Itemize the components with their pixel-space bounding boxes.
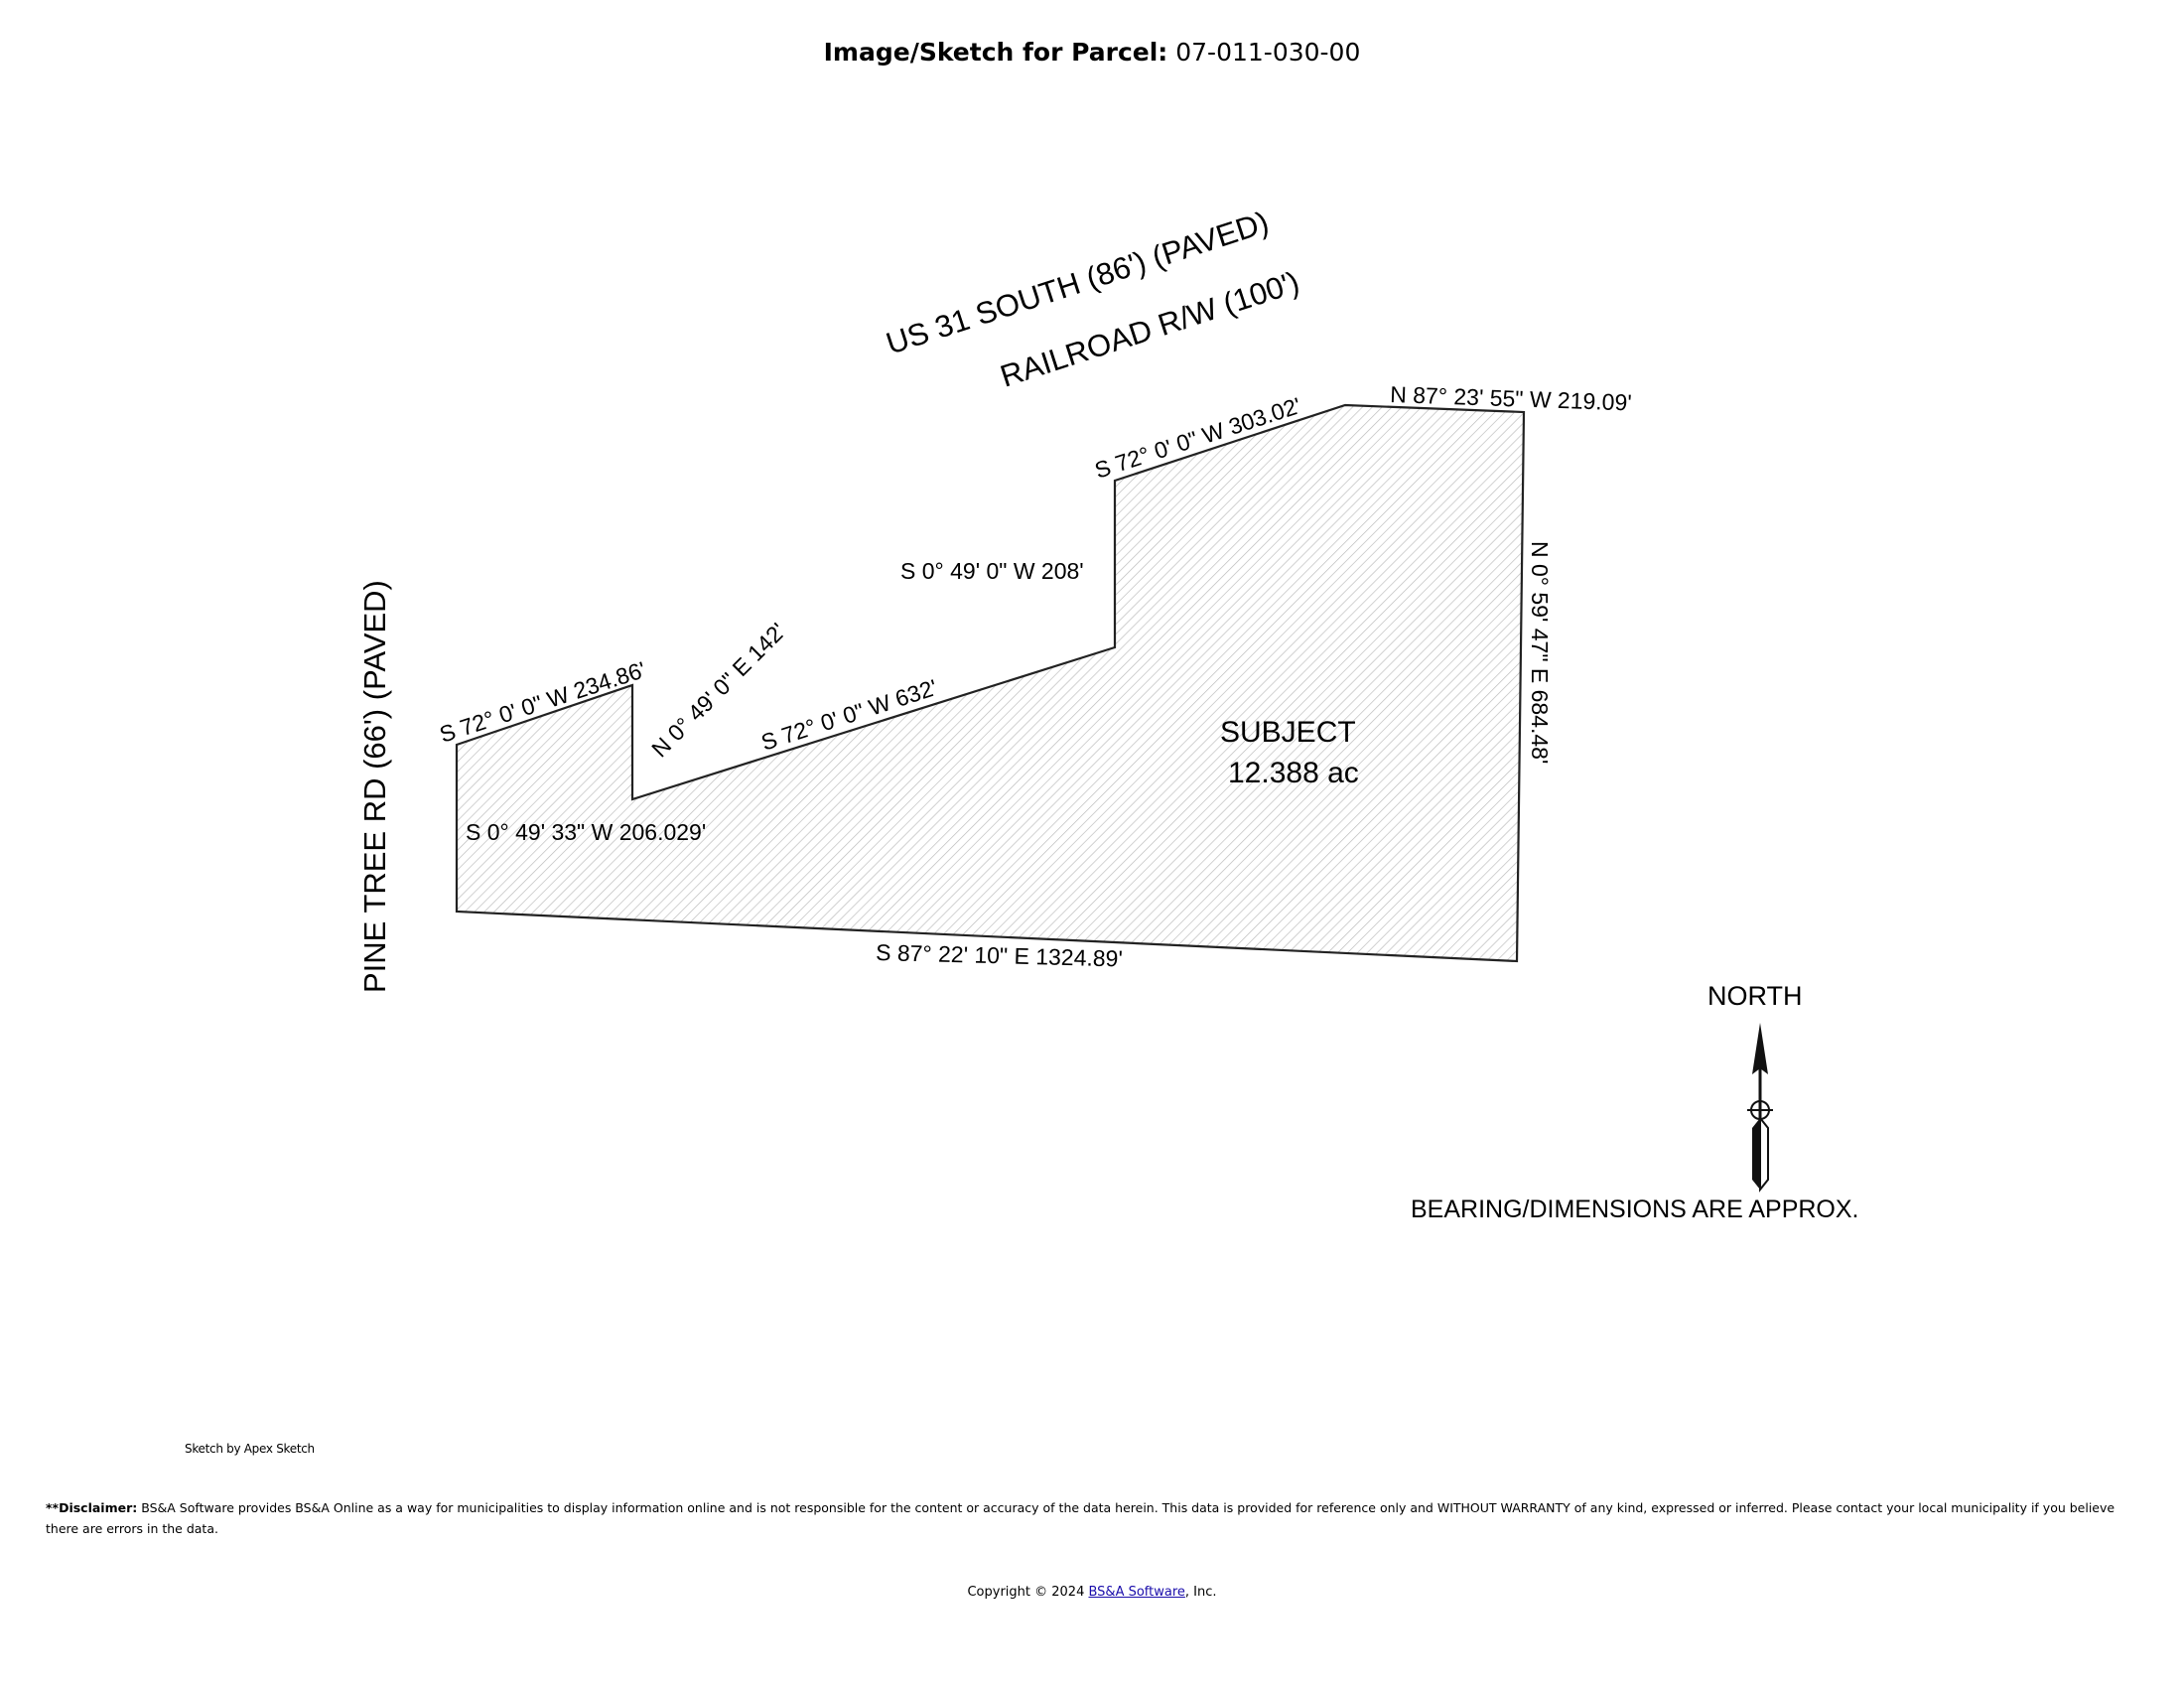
parcel-label: Image/Sketch for Parcel: (823, 38, 1168, 67)
north-arrow-icon (1747, 1023, 1773, 1193)
north-label: NORTH (1707, 981, 1803, 1011)
disclaimer-text: BS&A Software provides BS&A Online as a … (46, 1500, 2116, 1536)
sketch-credit: Sketch by Apex Sketch (185, 1442, 315, 1456)
copyright-prefix: Copyright © 2024 (967, 1585, 1089, 1600)
parcel-number: 07-011-030-00 (1175, 38, 1361, 67)
subject-area: 12.388 ac (1228, 757, 1359, 789)
dimension-label-n0-684: N 0° 59' 47" E 684.48' (1527, 541, 1553, 764)
dimension-label-s87-1324: S 87° 22' 10" E 1324.89' (876, 939, 1123, 972)
copyright: Copyright © 2024 BS&A Software, Inc. (0, 1585, 2184, 1600)
bsa-software-link[interactable]: BS&A Software (1088, 1585, 1185, 1600)
parcel-boundary (455, 403, 1526, 963)
copyright-suffix: , Inc. (1184, 1585, 1217, 1600)
dimension-label-s0-208: S 0° 49' 0" W 208' (900, 558, 1084, 584)
approx-note: BEARING/DIMENSIONS ARE APPROX. (1411, 1196, 1859, 1223)
subject-label: SUBJECT (1220, 716, 1356, 749)
disclaimer: **Disclaimer: BS&A Software provides BS&… (46, 1497, 2140, 1539)
disclaimer-label: **Disclaimer: (46, 1500, 138, 1515)
page-title: Image/Sketch for Parcel: 07-011-030-00 (0, 38, 2184, 67)
road-label-pine-tree: PINE TREE RD (66') (PAVED) (357, 580, 392, 993)
dimension-label-s0-206: S 0° 49' 33" W 206.029' (466, 819, 706, 845)
